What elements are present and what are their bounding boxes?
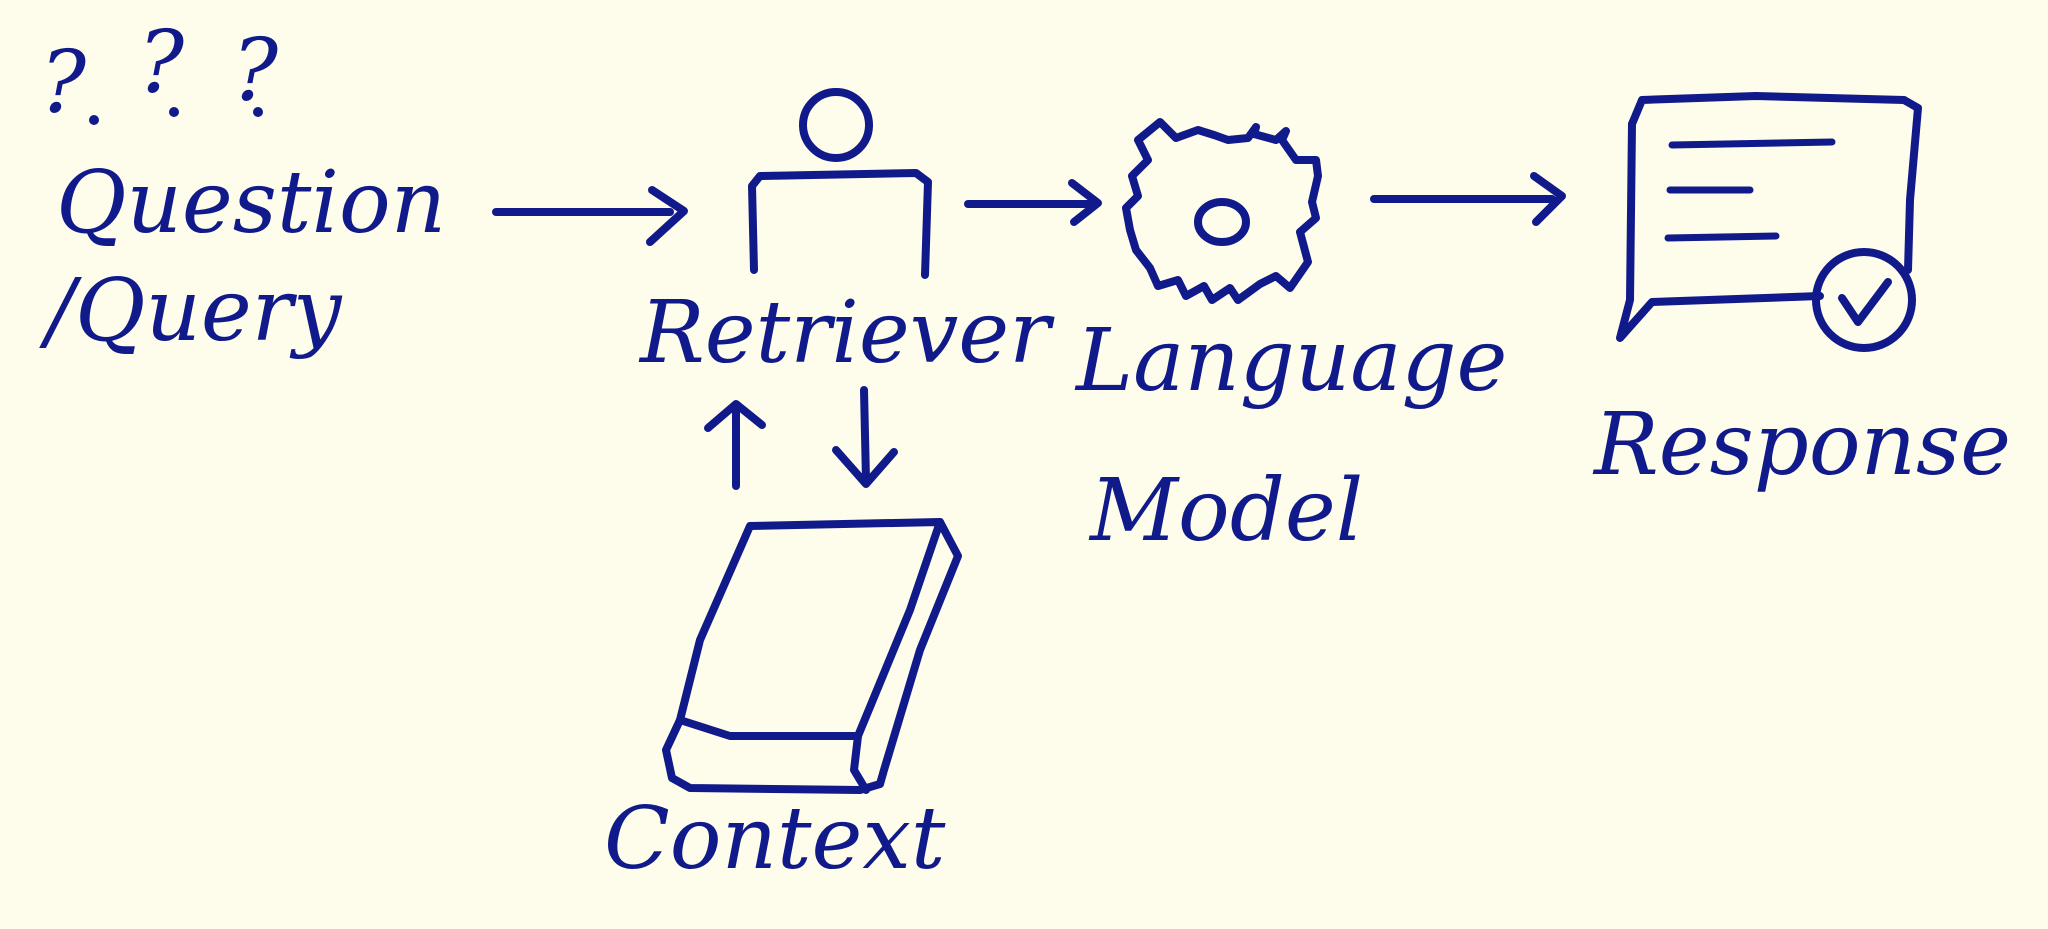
gear-icon	[1122, 118, 1322, 304]
arrow-retriever-to-model	[964, 179, 1102, 226]
arrow-context-to-retriever	[704, 400, 766, 490]
retriever-label: Retriever	[640, 283, 1051, 383]
context-label: Context	[604, 789, 946, 889]
person-at-desk-icon	[748, 88, 932, 279]
response-label: Response	[1594, 395, 2012, 495]
arrow-retriever-to-context	[832, 386, 898, 488]
book-icon	[662, 518, 962, 794]
question-mark-2: ?	[138, 13, 185, 113]
question-mark-dots	[89, 107, 263, 125]
document-check-icon	[1616, 92, 1922, 352]
arrow-model-to-response	[1370, 172, 1566, 226]
question-mark-1: ?	[40, 33, 87, 133]
arrow-question-to-retriever	[492, 186, 688, 246]
model-label: Model	[1090, 461, 1364, 561]
query-label: /Query	[46, 261, 342, 361]
language-label: Language	[1076, 311, 1508, 411]
question-label: Question	[56, 153, 447, 253]
question-mark-3: ?	[232, 21, 279, 121]
